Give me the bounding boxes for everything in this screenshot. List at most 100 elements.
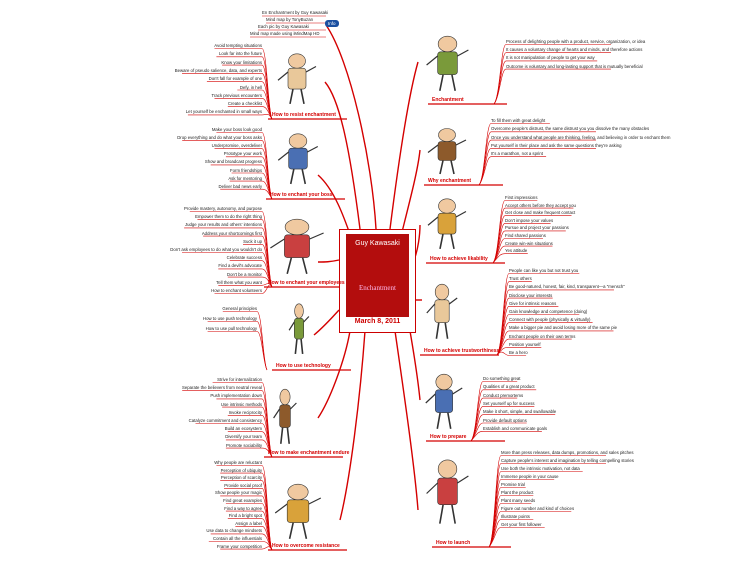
branch-item[interactable]: Create a checklist <box>227 101 262 107</box>
branch-item[interactable]: Capture people's interest and imaginatio… <box>501 458 634 463</box>
branch-item[interactable]: Disclose your interests <box>509 292 553 298</box>
branch-item[interactable]: Don't fall for example of one <box>208 76 262 82</box>
branch-item[interactable]: Find a devil's advocate <box>218 263 262 269</box>
branch-item[interactable]: Celebrate success <box>226 255 262 261</box>
branch-item[interactable]: Be good-natured, honest, fair, kind, tra… <box>509 284 625 290</box>
branch-item[interactable]: Deliver bad news early <box>218 183 262 189</box>
branch-item[interactable]: Yes attitude <box>505 248 528 254</box>
branch-item[interactable]: Find shared passions <box>505 233 546 238</box>
branch-item[interactable]: Position yourself <box>509 341 541 347</box>
branch-item[interactable]: Create win-win situations <box>505 240 553 246</box>
branch-item[interactable]: Perception of scarcity <box>220 475 262 481</box>
branch-item[interactable]: Strive for internalization <box>217 377 262 382</box>
branch-item[interactable]: Figure out number and kind of choices <box>501 506 575 511</box>
branch-item[interactable]: Show and broadcast progress <box>204 159 262 165</box>
branch-item[interactable]: Set yourself up for success <box>483 400 535 406</box>
branch-item[interactable]: Show people your magic <box>214 490 262 496</box>
branch-item[interactable]: Promise trial <box>501 482 525 487</box>
branch-item[interactable]: Avoid tempting situations <box>214 43 262 48</box>
branch-item[interactable]: Establish and communicate goals <box>483 425 548 431</box>
branch-item[interactable]: Give for intrinsic reasons <box>509 300 557 306</box>
branch-caption[interactable]: How to achieve likability <box>430 256 488 262</box>
branch-item[interactable]: Get close and make frequent contact <box>505 210 576 216</box>
branch-item[interactable]: Pursue and project your passions <box>505 225 569 231</box>
branch-item[interactable]: Provide mastery, autonomy, and purpose <box>184 206 262 211</box>
branch-item[interactable]: Illustrate points <box>501 514 530 519</box>
branch-item[interactable]: Ask for mentoring <box>228 175 262 181</box>
branch-caption[interactable]: How to resist enchantment <box>272 112 336 118</box>
branch-item[interactable]: Push implementation down <box>210 393 262 399</box>
branch-item[interactable]: Connect with people (physically & virtua… <box>509 317 591 323</box>
branch-item[interactable]: Qualities of a great product <box>483 384 535 390</box>
branch-caption[interactable]: Why enchantment <box>428 178 472 184</box>
branch-item[interactable]: Don't be a monitor <box>227 271 262 277</box>
branch-item[interactable]: Frame your competition <box>216 543 262 549</box>
branch-item[interactable]: Drop everything and do what your boss as… <box>177 135 262 141</box>
branch-item[interactable]: Separate the believers from neutral reve… <box>181 385 262 391</box>
branch-caption[interactable]: How to use technology <box>276 363 331 369</box>
branch-item[interactable]: Plant the product <box>501 490 534 495</box>
branch-item[interactable]: Why people are reluctant <box>214 460 262 465</box>
branch-item[interactable]: General principles <box>222 306 257 311</box>
branch-item[interactable]: Conduct premortems <box>483 392 524 398</box>
branch-caption[interactable]: How to enchant your boss <box>270 192 333 198</box>
branch-item[interactable]: Enchant people on their own terms <box>509 333 576 339</box>
branch-item[interactable]: Defy, in hell <box>239 84 262 90</box>
branch-item[interactable]: It is not manipulation of people to get … <box>506 55 595 61</box>
branch-item[interactable]: Let yourself be enchanted in small ways <box>185 109 262 115</box>
branch-item[interactable]: Judge your results and others' intention… <box>184 222 262 228</box>
branch-item[interactable]: Don't ask employees to do what you would… <box>170 247 262 252</box>
branch-item[interactable]: Perception of ubiquity <box>220 467 262 473</box>
branch-item[interactable]: Put yourself in their place and ask the … <box>491 142 622 148</box>
branch-item[interactable]: Use intrinsic methods <box>220 401 262 407</box>
branch-item[interactable]: Contain all the influentials <box>213 536 262 541</box>
branch-item[interactable]: Make your boss look good <box>211 127 262 132</box>
branch-item[interactable]: Once you understand what people are thin… <box>491 134 671 140</box>
branch-item[interactable]: Trust others <box>509 276 532 282</box>
branch-item[interactable]: Immerse people in your cause <box>501 474 559 479</box>
branch-caption[interactable]: How to make enchantment endure <box>268 450 350 456</box>
branch-item[interactable]: Gain knowledge and competence (doing) <box>509 309 588 314</box>
branch-item[interactable]: Don't impose your values <box>505 217 554 223</box>
branch-item[interactable]: Catalyze commitment and consistency <box>188 418 262 423</box>
branch-item[interactable]: Track previous encounters <box>211 92 262 98</box>
branch-item[interactable]: Accept others before they accept you <box>505 202 576 208</box>
branch-item[interactable]: Get your first follower <box>501 522 542 527</box>
branch-item[interactable]: To fill them with great delight <box>491 118 546 123</box>
branch-item[interactable]: Plant many seeds <box>501 498 536 503</box>
branch-item[interactable]: First impressions <box>505 195 538 200</box>
branch-caption[interactable]: How to enchant your employees <box>268 280 345 286</box>
branch-item[interactable]: Provide social proof <box>224 482 262 488</box>
branch-item[interactable]: Find a bright spot <box>228 513 262 519</box>
branch-caption[interactable]: How to launch <box>436 540 471 546</box>
branch-item[interactable]: Beware of pseudo salience, data, and exp… <box>174 67 262 73</box>
branch-item[interactable]: Look far into the future <box>219 51 262 57</box>
branch-item[interactable]: Make a bigger pie and avoid losing more … <box>509 325 617 331</box>
branch-item[interactable]: Know your limitations <box>221 59 262 65</box>
branch-item[interactable]: Outcome is voluntary and long-lasting su… <box>506 63 643 69</box>
branch-item[interactable]: Overcome people's distrust, the same dis… <box>491 126 650 132</box>
branch-caption[interactable]: How to prepare <box>430 434 467 440</box>
branch-item[interactable]: Underpromise, overdeliver <box>211 143 262 149</box>
branch-item[interactable]: People can like you but not trust you <box>509 268 579 273</box>
branch-item[interactable]: Empower them to do the right thing <box>195 214 262 220</box>
branch-item[interactable]: Process of delighting people with a prod… <box>506 39 646 44</box>
branch-item[interactable]: Promote sociability <box>225 442 262 448</box>
branch-item[interactable]: Assign a label <box>235 520 262 526</box>
branch-item[interactable]: Be a hero <box>509 350 528 355</box>
branch-item[interactable]: Suck it up <box>243 238 262 244</box>
branch-item[interactable]: Invoke reciprocity <box>228 409 262 415</box>
branch-item[interactable]: Find a way to agree <box>224 505 262 511</box>
branch-item[interactable]: Use both the intrinsic motivation, not d… <box>501 466 580 471</box>
branch-item[interactable]: Form friendships <box>230 167 262 173</box>
branch-caption[interactable]: How to achieve trustworthiness <box>424 348 500 354</box>
branch-item[interactable]: How to use push technology <box>203 316 257 321</box>
branch-item[interactable]: Prototype your work <box>223 151 262 157</box>
branch-caption[interactable]: Enchantment <box>432 97 464 103</box>
branch-item[interactable]: Use data to change mindsets <box>206 528 262 534</box>
branch-item[interactable]: How to enchant volunteers <box>211 288 262 293</box>
branch-item[interactable]: Build an ecosystem <box>224 426 262 432</box>
branch-item[interactable]: Do something great <box>483 376 521 381</box>
branch-item[interactable]: More than press releases, data dumps, pr… <box>501 450 634 455</box>
branch-caption[interactable]: How to overcome resistance <box>272 543 340 549</box>
